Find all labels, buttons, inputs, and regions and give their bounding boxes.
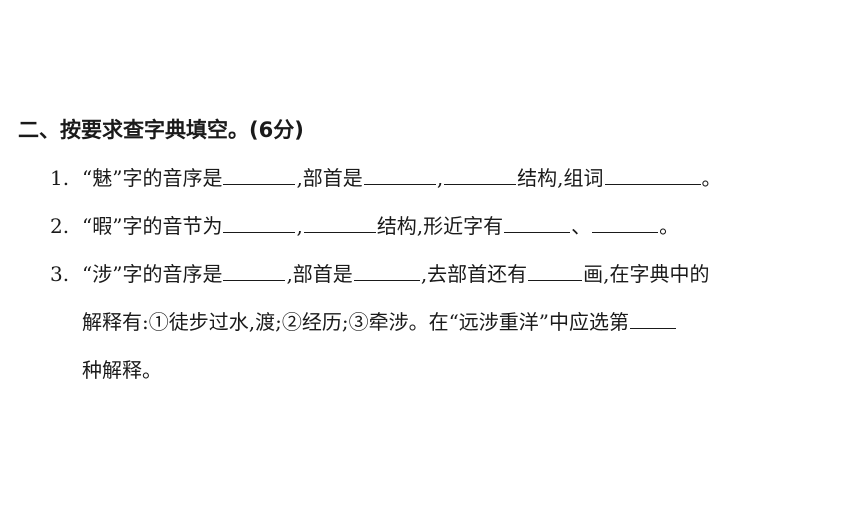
question-3-line-2: 解释有:①徒步过水,渡;②经历;③牵涉。在“远涉重洋”中应选第 (82, 306, 677, 338)
question-text: ,部首是 (286, 262, 353, 286)
section-title: 二、按要求查字典填空。(6分) (18, 118, 304, 142)
answer-blank-similar-char-2[interactable] (592, 212, 659, 233)
answer-blank-structure[interactable] (444, 164, 517, 185)
answer-blank-radical[interactable] (353, 260, 420, 281)
question-number: 1. (50, 166, 70, 190)
answer-blank-word[interactable] (604, 164, 701, 185)
question-text: “暇”字的音节为 (82, 214, 223, 238)
question-text: ,部首是 (296, 166, 363, 190)
question-number: 2. (50, 214, 70, 238)
question-2: 2. “暇”字的音节为, 结构,形近字有 、 。 (50, 210, 679, 242)
question-text: “涉”字的音序是 (82, 262, 223, 286)
question-text: 画,在字典中的 (583, 262, 710, 286)
answer-blank-syllable[interactable] (223, 212, 296, 233)
question-text: 。 (659, 214, 680, 238)
answer-blank-phonetic-order[interactable] (223, 164, 296, 185)
answer-blank-stroke-count[interactable] (528, 260, 583, 281)
question-text: 解释有:①徒步过水,渡;②经历;③牵涉。在“远涉重洋”中应选第 (82, 310, 630, 334)
question-1: 1. “魅”字的音序是 ,部首是, 结构,组词 。 (50, 162, 722, 194)
question-text: 、 (571, 214, 592, 238)
answer-blank-phonetic-order[interactable] (223, 260, 286, 281)
answer-blank-similar-char-1[interactable] (504, 212, 571, 233)
question-text: , (296, 214, 303, 238)
question-number: 3. (50, 262, 70, 286)
question-text: 结构,形近字有 (376, 214, 504, 238)
question-3-line-3: 种解释。 (82, 354, 162, 386)
question-text: “魅”字的音序是 (82, 166, 223, 190)
question-text: , (436, 166, 444, 190)
question-text: 结构,组词 (517, 166, 604, 190)
answer-blank-structure[interactable] (303, 212, 376, 233)
answer-blank-radical[interactable] (363, 164, 436, 185)
answer-blank-definition-choice[interactable] (630, 308, 677, 329)
question-text: ,去部首还有 (420, 262, 528, 286)
question-text: 。 (701, 166, 722, 190)
question-text: 种解释。 (82, 358, 162, 382)
question-3: 3. “涉”字的音序是 ,部首是 ,去部首还有 画,在字典中的 (50, 258, 710, 290)
